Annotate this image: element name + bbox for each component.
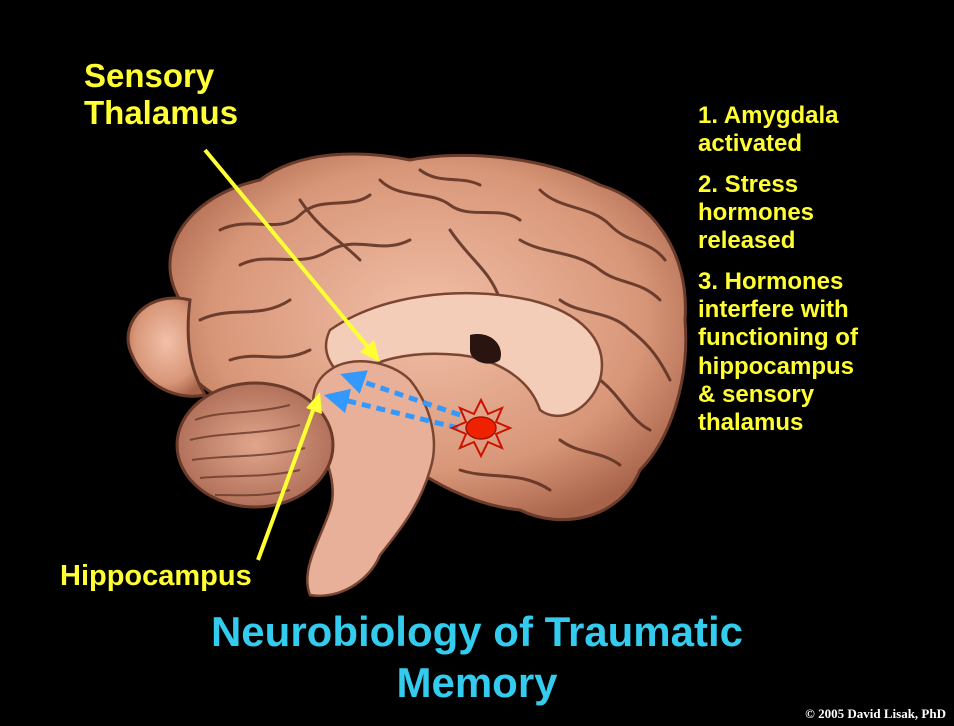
copyright-notice: © 2005 David Lisak, PhD	[805, 706, 946, 722]
slide-title: Neurobiology of Traumatic Memory	[0, 606, 954, 708]
sensory-thalamus-label: Sensory Thalamus	[84, 58, 238, 132]
step-2: 2. Stress hormones released	[698, 171, 948, 256]
step-1: 1. Amygdala activated	[698, 102, 948, 159]
cerebellum	[177, 383, 333, 507]
step-3: 3. Hormones interfere with functioning o…	[698, 268, 948, 438]
hippocampus-label: Hippocampus	[60, 560, 252, 592]
steps-list: 1. Amygdala activated 2. Stress hormones…	[698, 102, 948, 449]
thalamus-brainstem	[307, 361, 434, 595]
